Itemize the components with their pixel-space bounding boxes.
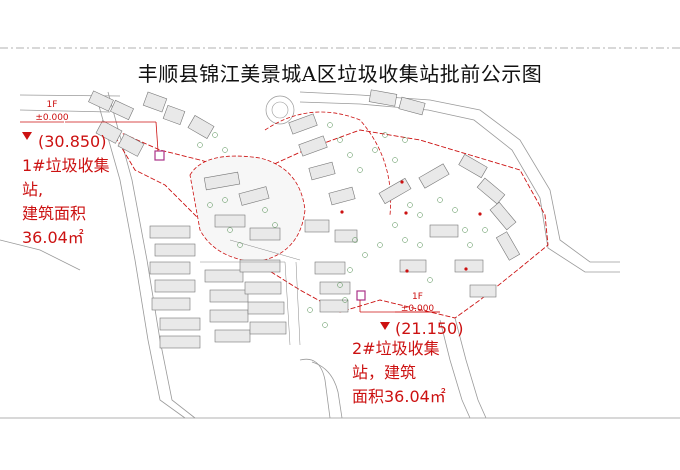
station-1-floor: 1F (46, 100, 58, 110)
station-2-callout: 1F ±0.000 (395, 292, 440, 314)
station-2-marker (356, 290, 366, 301)
station-1-marker (154, 150, 165, 161)
station-2-note: 2#垃圾收集站，建筑 面积36.04㎡ (352, 335, 462, 407)
station-1-area: 建筑面积36.04㎡ (22, 204, 87, 247)
station-2-elevation-mark (380, 322, 390, 330)
buildings (88, 89, 521, 349)
trees (197, 122, 488, 328)
station-1-callout: 1F ±0.000 (22, 100, 82, 123)
station-1-elevation-mark (22, 132, 32, 140)
station-2-level: ±0.000 (400, 304, 435, 314)
station-1-level: ±0.000 (35, 113, 69, 123)
station-2-name: 2#垃圾收集站，建筑 (352, 339, 440, 382)
station-2-elevation: (21.150) (395, 319, 464, 338)
station-1-note: 1#垃圾收集站, 建筑面积36.04㎡ (22, 152, 122, 248)
page-title: 丰顺县锦江美景城A区垃圾收集站批前公示图 (137, 62, 543, 86)
station-2-floor: 1F (412, 292, 423, 302)
station-1-name: 1#垃圾收集站, (22, 156, 110, 199)
station-2-area: 面积36.04㎡ (352, 387, 446, 406)
station-1-elevation: (30.850) (38, 132, 107, 151)
